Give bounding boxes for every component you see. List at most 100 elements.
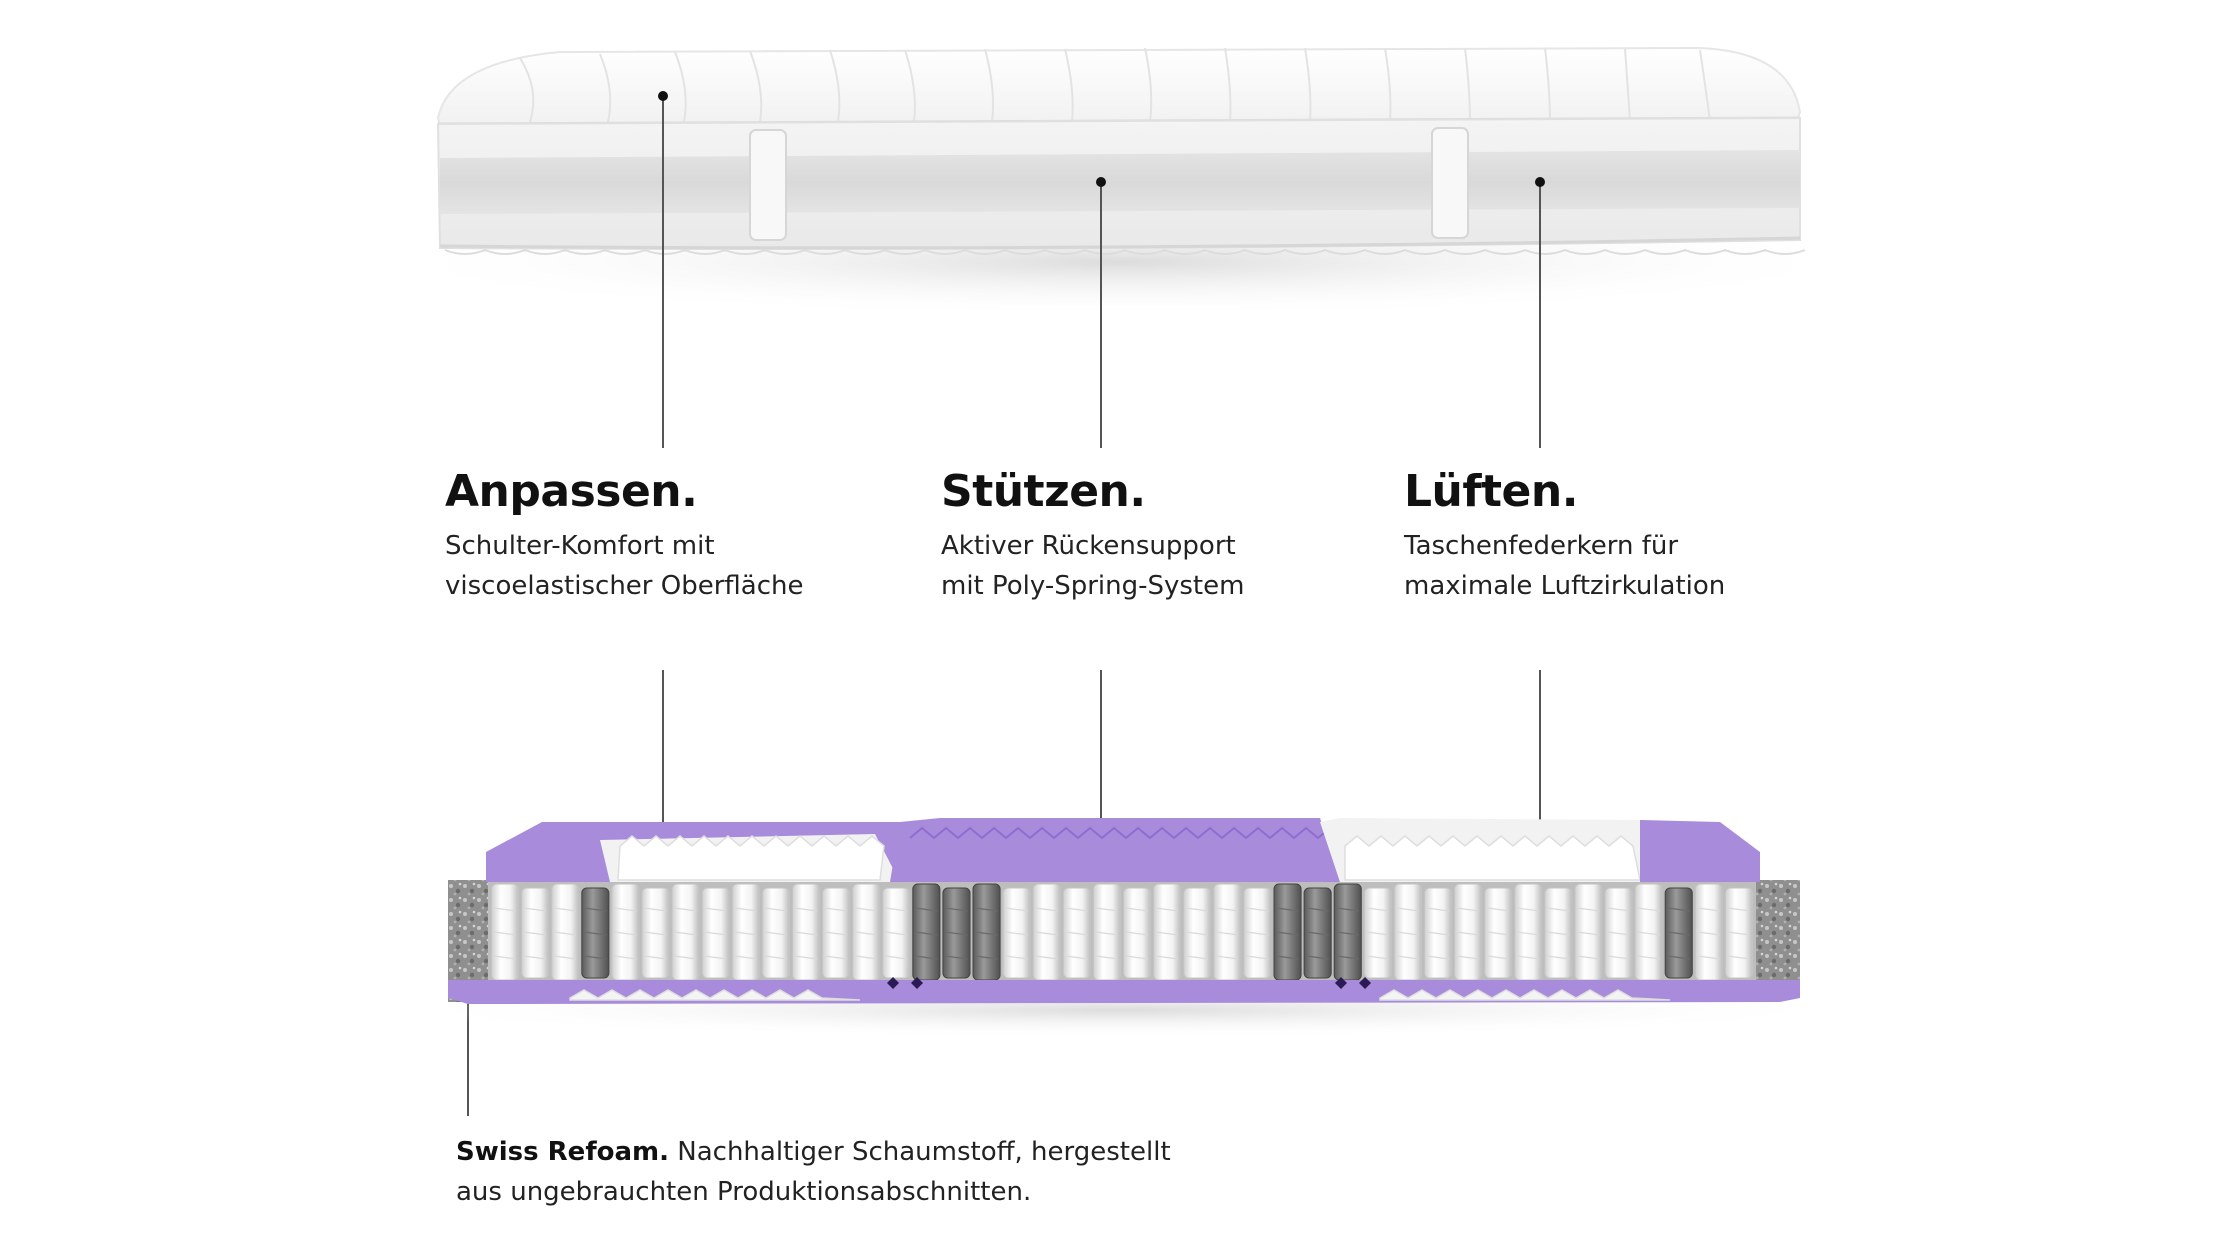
pocket-spring-seam	[1336, 931, 1359, 936]
pocket-spring-seam	[674, 907, 697, 912]
pocket-spring-seam	[975, 907, 998, 912]
swiss-refoam-note: Swiss Refoam. Nachhaltiger Schaumstoff, …	[456, 1132, 1171, 1212]
pocket-spring-seam	[1125, 955, 1149, 960]
pocket-spring-seam	[1156, 931, 1179, 936]
pocket-spring-seam	[644, 955, 667, 960]
feature-desc-line: maximale Luftzirkulation	[1404, 571, 1726, 601]
pocket-spring-seam	[824, 907, 848, 912]
pocket-spring-seam	[1396, 955, 1420, 960]
pocket-spring-seam	[945, 907, 968, 912]
pocket-spring-seam	[764, 931, 788, 936]
pocket-springs	[491, 883, 1754, 981]
pocket-spring-seam	[1306, 907, 1329, 912]
pocket-spring-seam	[1727, 907, 1751, 912]
leader-dot-stuetzen	[1096, 177, 1106, 187]
pocket-spring-seam	[1637, 931, 1660, 936]
pocket-spring-seam	[1065, 931, 1088, 936]
pocket-spring-seam	[493, 955, 517, 960]
pocket-spring-seam	[704, 907, 727, 912]
pocket-spring-seam	[915, 931, 938, 936]
pocket-spring-seam	[855, 955, 878, 960]
pocket-spring-seam	[1186, 955, 1209, 960]
pocket-spring-seam	[1667, 955, 1690, 960]
pocket-spring-seam	[584, 907, 607, 912]
pocket-spring-seam	[554, 955, 577, 960]
pocket-spring-seam	[1426, 931, 1450, 936]
pocket-spring-seam	[915, 955, 938, 960]
leader-dots-top	[658, 91, 1545, 187]
pocket-spring-seam	[1487, 931, 1510, 936]
pocket-spring-seam	[1637, 907, 1660, 912]
pocket-spring-seam	[794, 931, 818, 936]
pocket-spring-seam	[794, 907, 818, 912]
viscoelastic-zone-left	[617, 835, 885, 881]
pocket-spring-seam	[1517, 931, 1540, 936]
feature-title-stuetzen: Stützen.	[941, 466, 1146, 517]
pocket-spring-seam	[614, 955, 637, 960]
pocket-spring-seam	[1577, 955, 1600, 960]
feature-desc-line: Taschenfederkern für	[1404, 531, 1679, 561]
mattress-cross-section-illustration	[380, 818, 1860, 1038]
pocket-spring-seam	[1156, 907, 1179, 912]
pocket-spring-seam	[584, 931, 607, 936]
pocket-spring-seam	[1065, 955, 1088, 960]
pocket-spring-seam	[1607, 955, 1630, 960]
swiss-refoam-note-line-2: aus ungebrauchten Produktionsabschnitten…	[456, 1177, 1032, 1207]
pocket-spring-seam	[1697, 907, 1720, 912]
pocket-spring-seam	[1095, 907, 1119, 912]
feature-desc-line: Aktiver Rückensupport	[941, 531, 1236, 561]
pocket-spring-seam	[824, 931, 848, 936]
pocket-spring-seam	[1125, 931, 1149, 936]
pocket-spring-seam	[644, 931, 667, 936]
pocket-spring-seam	[1637, 955, 1660, 960]
pocket-spring-seam	[1456, 931, 1480, 936]
pocket-spring-seam	[614, 907, 637, 912]
pocket-spring-seam	[704, 931, 727, 936]
pocket-spring-seam	[644, 907, 667, 912]
pocket-spring-seam	[1186, 907, 1209, 912]
pocket-spring-seam	[1366, 955, 1389, 960]
pocket-spring-seam	[1547, 931, 1570, 936]
pocket-spring-seam	[1276, 931, 1299, 936]
leader-lines-top	[662, 96, 1541, 448]
pocket-spring-seam	[1035, 931, 1058, 936]
pocket-spring-seam	[1366, 931, 1389, 936]
viscoelastic-zone-right	[1344, 835, 1641, 881]
pocket-spring-seam	[1547, 907, 1570, 912]
pocket-spring-seam	[1487, 907, 1510, 912]
pocket-spring-seam	[1216, 931, 1239, 936]
pocket-spring-seam	[1607, 931, 1630, 936]
pocket-spring-seam	[1216, 907, 1239, 912]
pocket-spring-seam	[1697, 955, 1720, 960]
leader-dot-lueften	[1535, 177, 1545, 187]
pocket-spring-seam	[885, 931, 908, 936]
swiss-refoam-note-line-1: Swiss Refoam. Nachhaltiger Schaumstoff, …	[456, 1132, 1171, 1172]
pocket-spring-seam	[855, 931, 878, 936]
swiss-refoam-label: Swiss Refoam.	[456, 1137, 670, 1167]
pocket-spring-seam	[1125, 907, 1149, 912]
pocket-spring-seam	[1667, 907, 1690, 912]
pocket-spring-seam	[1095, 955, 1119, 960]
pocket-spring-seam	[975, 931, 998, 936]
pocket-spring-seam	[1306, 955, 1329, 960]
pocket-spring-seam	[554, 907, 577, 912]
pocket-spring-seam	[1276, 907, 1299, 912]
pocket-spring-seam	[734, 931, 757, 936]
pocket-spring-seam	[493, 907, 517, 912]
pocket-spring-seam	[1727, 931, 1751, 936]
pocket-spring-seam	[1216, 955, 1239, 960]
pocket-spring-seam	[1426, 907, 1450, 912]
pocket-spring-seam	[1035, 955, 1058, 960]
pocket-spring-seam	[1005, 931, 1028, 936]
pocket-spring-seam	[524, 931, 547, 936]
pocket-spring-seam	[764, 907, 788, 912]
pocket-spring-seam	[945, 931, 968, 936]
pocket-spring-seam	[1456, 907, 1480, 912]
pocket-spring-seam	[1487, 955, 1510, 960]
feature-desc-lueften: Taschenfederkern für maximale Luftzirkul…	[1404, 526, 1725, 606]
pocket-spring-seam	[1456, 955, 1480, 960]
pocket-spring-seam	[1095, 931, 1119, 936]
pocket-spring-seam	[1577, 931, 1600, 936]
pocket-spring-seam	[1005, 907, 1028, 912]
